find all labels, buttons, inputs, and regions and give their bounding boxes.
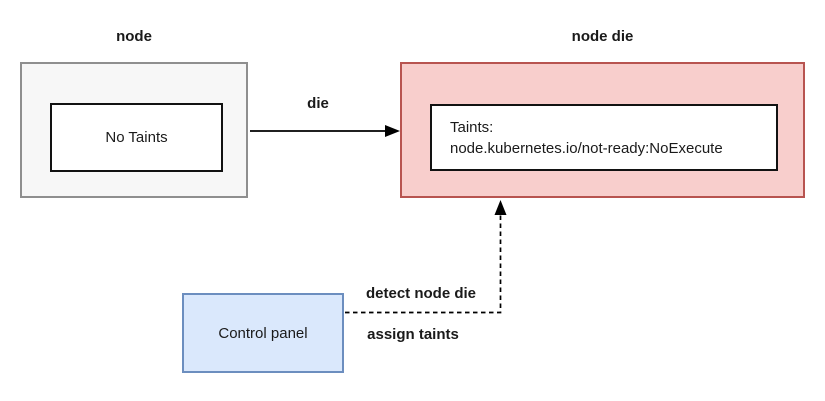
taints-line1: Taints: xyxy=(450,118,494,136)
die-arrowhead-icon xyxy=(385,125,400,137)
control-arrowhead-icon xyxy=(494,200,507,215)
taints-box: Taints: node.kubernetes.io/not-ready:NoE… xyxy=(430,104,778,171)
assign-taints-label: assign taints xyxy=(367,326,459,343)
node-die-title: node die xyxy=(571,28,634,45)
no-taints-box: No Taints xyxy=(50,103,223,172)
taints-line2: node.kubernetes.io/not-ready:NoExecute xyxy=(450,139,723,157)
control-panel-label: Control panel xyxy=(218,324,308,342)
detect-node-die-label: detect node die xyxy=(365,285,477,302)
no-taints-label: No Taints xyxy=(105,129,168,146)
die-arrow xyxy=(250,125,400,137)
node-title: node xyxy=(116,28,152,45)
control-panel-box: Control panel xyxy=(182,293,344,373)
die-edge-label: die xyxy=(307,95,329,112)
